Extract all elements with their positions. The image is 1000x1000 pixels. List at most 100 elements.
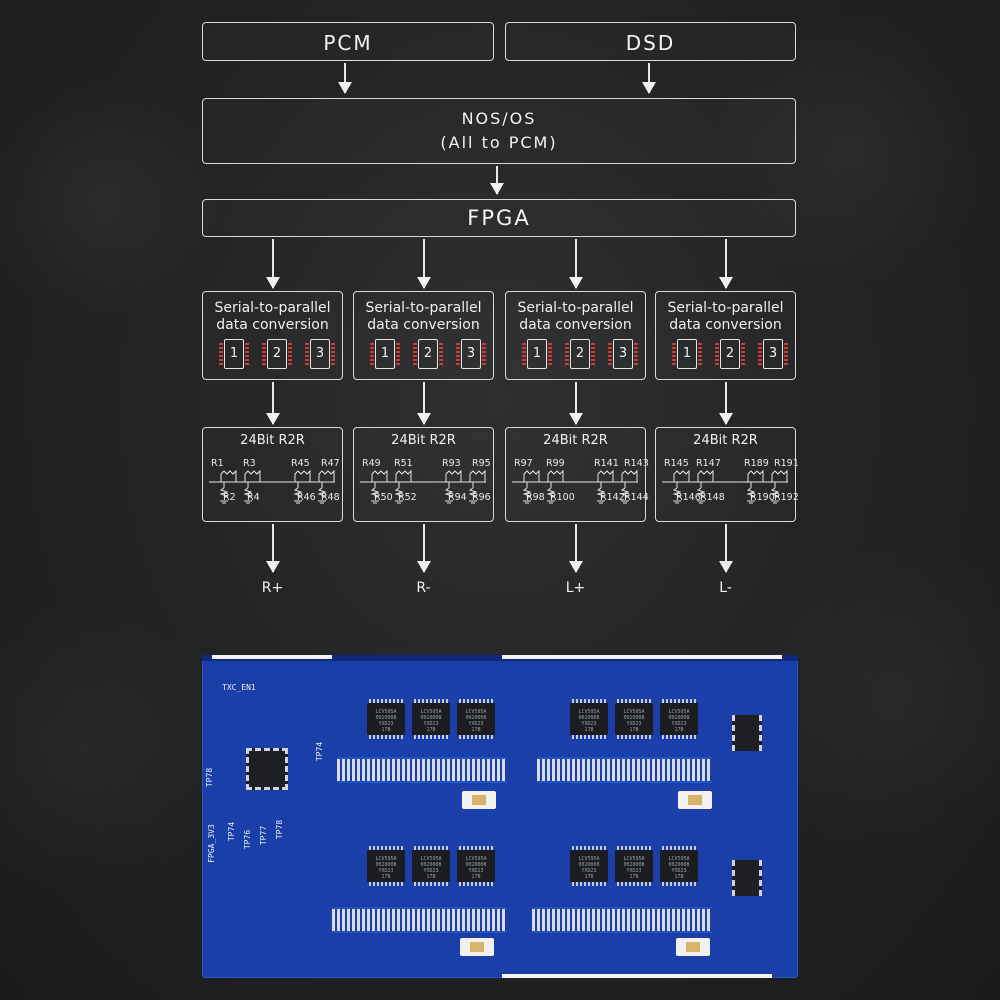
pcb-ic-text: YXD23: [468, 868, 484, 874]
pcb-ic-text: YXD23: [626, 721, 642, 727]
pcb-ic: LCV595A 0020008 YXD23 17B: [570, 699, 608, 739]
arrow-conv-r2r: [416, 382, 431, 425]
pcb-ic-text: 0020008: [578, 715, 600, 721]
pcb-ic-text: 17B: [471, 874, 481, 880]
conversion-title: Serial-to-parallel data conversion: [354, 300, 493, 334]
r2r-ladder-icon: [209, 469, 335, 504]
pcb-ic-text: 0020008: [668, 715, 690, 721]
shift-register-chip-icon: 2: [262, 339, 292, 369]
pcb-ic-text: YXD23: [423, 721, 439, 727]
resistor-label-top: R51: [394, 458, 413, 469]
resistor-label-top: R49: [362, 458, 381, 469]
pcb-ic-text: YXD23: [378, 868, 394, 874]
pcb-ic-text: LCV595A: [578, 856, 600, 862]
pcb-ic-text: 0020008: [668, 862, 690, 868]
pcb-ic-text: 0020008: [420, 715, 442, 721]
conversion-title-line2: data conversion: [367, 317, 480, 333]
pcb-capacitor: [676, 938, 710, 956]
pcb-silk-fpga: FPGA_3V3: [206, 824, 216, 863]
resistor-label-top: R95: [472, 458, 491, 469]
pcb-ic-text: 0020008: [375, 862, 397, 868]
pcb-edge-plate: [502, 655, 782, 659]
resistor-label-bottom: R2: [223, 492, 236, 503]
pcb-ic-text: LCV595A: [668, 856, 690, 862]
resistor-label-top: R47: [321, 458, 340, 469]
arrow-conv-r2r: [568, 382, 583, 425]
pcb-ic-text: 0020008: [465, 715, 487, 721]
r2r-box: 24Bit R2R: [202, 427, 343, 522]
pcb-ic: LCV595A 0020008 YXD23 17B: [570, 846, 608, 886]
pcb-silk-tp78b: TP78: [275, 819, 285, 840]
arrow-r2r-output: [718, 524, 733, 573]
resistor-label-top: R1: [211, 458, 224, 469]
pcb-ic-text: 17B: [584, 727, 594, 733]
pcb-ic-text: YXD23: [671, 868, 687, 874]
shift-register-chip-icon: 2: [413, 339, 443, 369]
r2r-ladder-icon: [662, 469, 788, 504]
arrow-nos-fpga: [490, 166, 504, 195]
resistor-label-top: R97: [514, 458, 533, 469]
shift-register-chip-icon: 1: [522, 339, 552, 369]
pcb-ic: LCV595A 0020008 YXD23 17B: [367, 699, 405, 739]
resistor-label-top: R189: [744, 458, 769, 469]
pcb-ic-text: 17B: [381, 727, 391, 733]
fpga-box: FPGA: [202, 199, 796, 237]
pcb-ic-text: 17B: [471, 727, 481, 733]
pcb-ic-text: LCV595A: [375, 856, 397, 862]
pcb-ic-text: YXD23: [378, 721, 394, 727]
r2r-box: 24Bit R2R: [353, 427, 494, 522]
dsd-label: DSD: [625, 31, 676, 55]
r2r-ladder-icon: [360, 469, 486, 504]
pcb-ic-text: YXD23: [423, 868, 439, 874]
pcb-ic-text: 17B: [381, 874, 391, 880]
pcb-ic: LCV595A 0020008 YXD23 17B: [457, 846, 495, 886]
conversion-title-line2: data conversion: [669, 317, 782, 333]
pcb-silk-txc: TXC_EN1: [222, 683, 256, 692]
resistor-label-bottom: R96: [472, 492, 491, 503]
pcb-ic: LCV595A 0020008 YXD23 17B: [412, 846, 450, 886]
shift-register-chip-icon: 1: [672, 339, 702, 369]
pcb-ic-text: LCV595A: [420, 709, 442, 715]
pcm-label: PCM: [323, 31, 373, 55]
pcb-capacitor: [678, 791, 712, 809]
r2r-title: 24Bit R2R: [543, 433, 608, 448]
pcb-ic: LCV595A 0020008 YXD23 17B: [615, 846, 653, 886]
conversion-title-line2: data conversion: [519, 317, 632, 333]
pcb-ic-text: 0020008: [578, 862, 600, 868]
pcb-capacitor: [460, 938, 494, 956]
pcb-ic-text: LCV595A: [420, 856, 442, 862]
pcb-opamp: [732, 715, 762, 751]
output-label: R+: [261, 580, 284, 596]
resistor-label-bottom: R148: [700, 492, 725, 503]
pcb-ic-text: LCV595A: [465, 709, 487, 715]
pcb-silk-tp77: TP77: [259, 825, 269, 846]
conversion-title-line1: Serial-to-parallel: [214, 300, 331, 316]
resistor-label-bottom: R146: [676, 492, 701, 503]
pcb-top-edge: [202, 655, 798, 661]
nos-os-box: NOS/OS (All to PCM): [202, 98, 796, 164]
resistor-label-top: R141: [594, 458, 619, 469]
resistor-label-top: R191: [774, 458, 799, 469]
arrow-r2r-output: [416, 524, 431, 573]
pcb-capacitor: [462, 791, 496, 809]
pcb-resistor-array: [532, 907, 712, 933]
resistor-label-bottom: R142: [600, 492, 625, 503]
pcb-ic-text: YXD23: [581, 721, 597, 727]
pcb-ic-text: 17B: [674, 727, 684, 733]
r2r-box: 24Bit R2R: [505, 427, 649, 522]
pcb-ic-text: 17B: [426, 727, 436, 733]
pcb-ic-text: 0020008: [623, 715, 645, 721]
pcb-main-ic: [246, 748, 288, 790]
resistor-label-bottom: R50: [374, 492, 393, 503]
resistor-label-bottom: R46: [297, 492, 316, 503]
resistor-label-bottom: R94: [448, 492, 467, 503]
conversion-title-line2: data conversion: [216, 317, 329, 333]
pcb-resistor-array: [537, 757, 712, 783]
nos-os-label: NOS/OS: [461, 109, 537, 128]
resistor-label-bottom: R144: [624, 492, 649, 503]
dsd-box: DSD: [505, 22, 796, 61]
r2r-ladder-icon: [512, 469, 638, 504]
arrow-fpga-conv: [568, 239, 583, 289]
